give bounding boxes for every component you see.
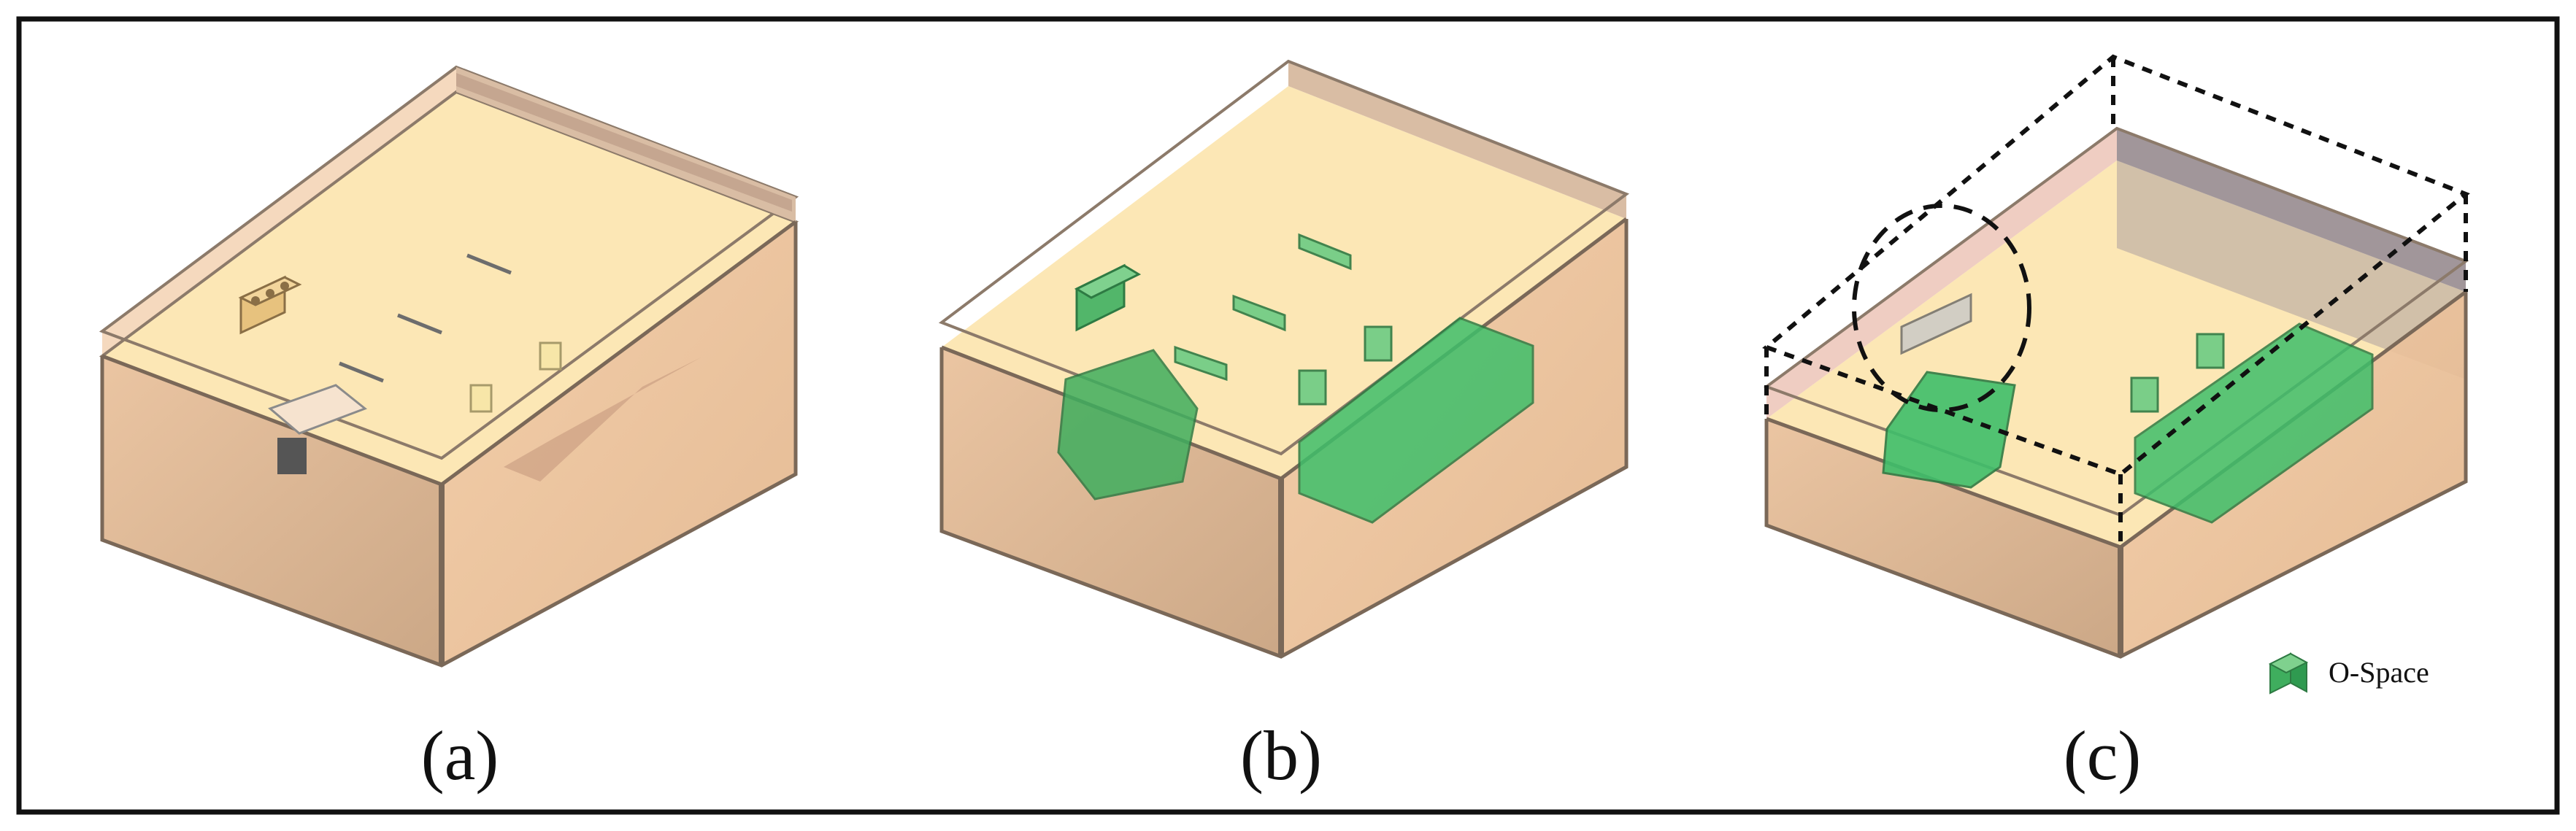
room-front-wall-left (1766, 419, 2121, 657)
o-space-long-box (1298, 317, 1534, 524)
panel-a (99, 65, 799, 668)
o-space-table (1057, 349, 1199, 500)
room-back-panel (456, 73, 792, 212)
room-front-wall-left (942, 347, 1281, 657)
o-space-bins (1074, 263, 1142, 332)
dashed-bounding-box (1762, 54, 2470, 547)
room-front-wall-right (2121, 292, 2466, 657)
panel-label-c: (c) (2064, 716, 2142, 795)
legend: O-Space (2268, 652, 2429, 695)
trash-bins (238, 275, 302, 335)
panel-label-a: (a) (421, 716, 499, 795)
green-cube-icon (2268, 652, 2309, 695)
room-floor (102, 92, 796, 484)
o-space-bins-ghost (1900, 293, 1972, 355)
legend-label: O-Space (2329, 656, 2429, 689)
o-space-chairs (2130, 333, 2225, 413)
room-back-wall-left (102, 67, 456, 356)
floor-shadow (504, 357, 701, 482)
highlight-circle (1852, 204, 2031, 412)
panel-c: O-Space (1762, 54, 2470, 695)
panel-label-b: (b) (1240, 716, 1322, 795)
benches (339, 253, 512, 383)
o-space-benches (1174, 233, 1352, 382)
figure-border (16, 16, 2560, 815)
o-space-long-box (2134, 322, 2374, 524)
room-back-wall-left (1766, 128, 2117, 419)
table (268, 384, 367, 474)
room-back-panel (2117, 128, 2466, 379)
room-front-wall-left (102, 356, 442, 665)
chairs (469, 341, 562, 413)
room-back-slab (1288, 61, 1626, 219)
panel-b (938, 59, 1630, 659)
o-space-chairs (1298, 325, 1393, 406)
room-front-wall-right (442, 222, 796, 665)
